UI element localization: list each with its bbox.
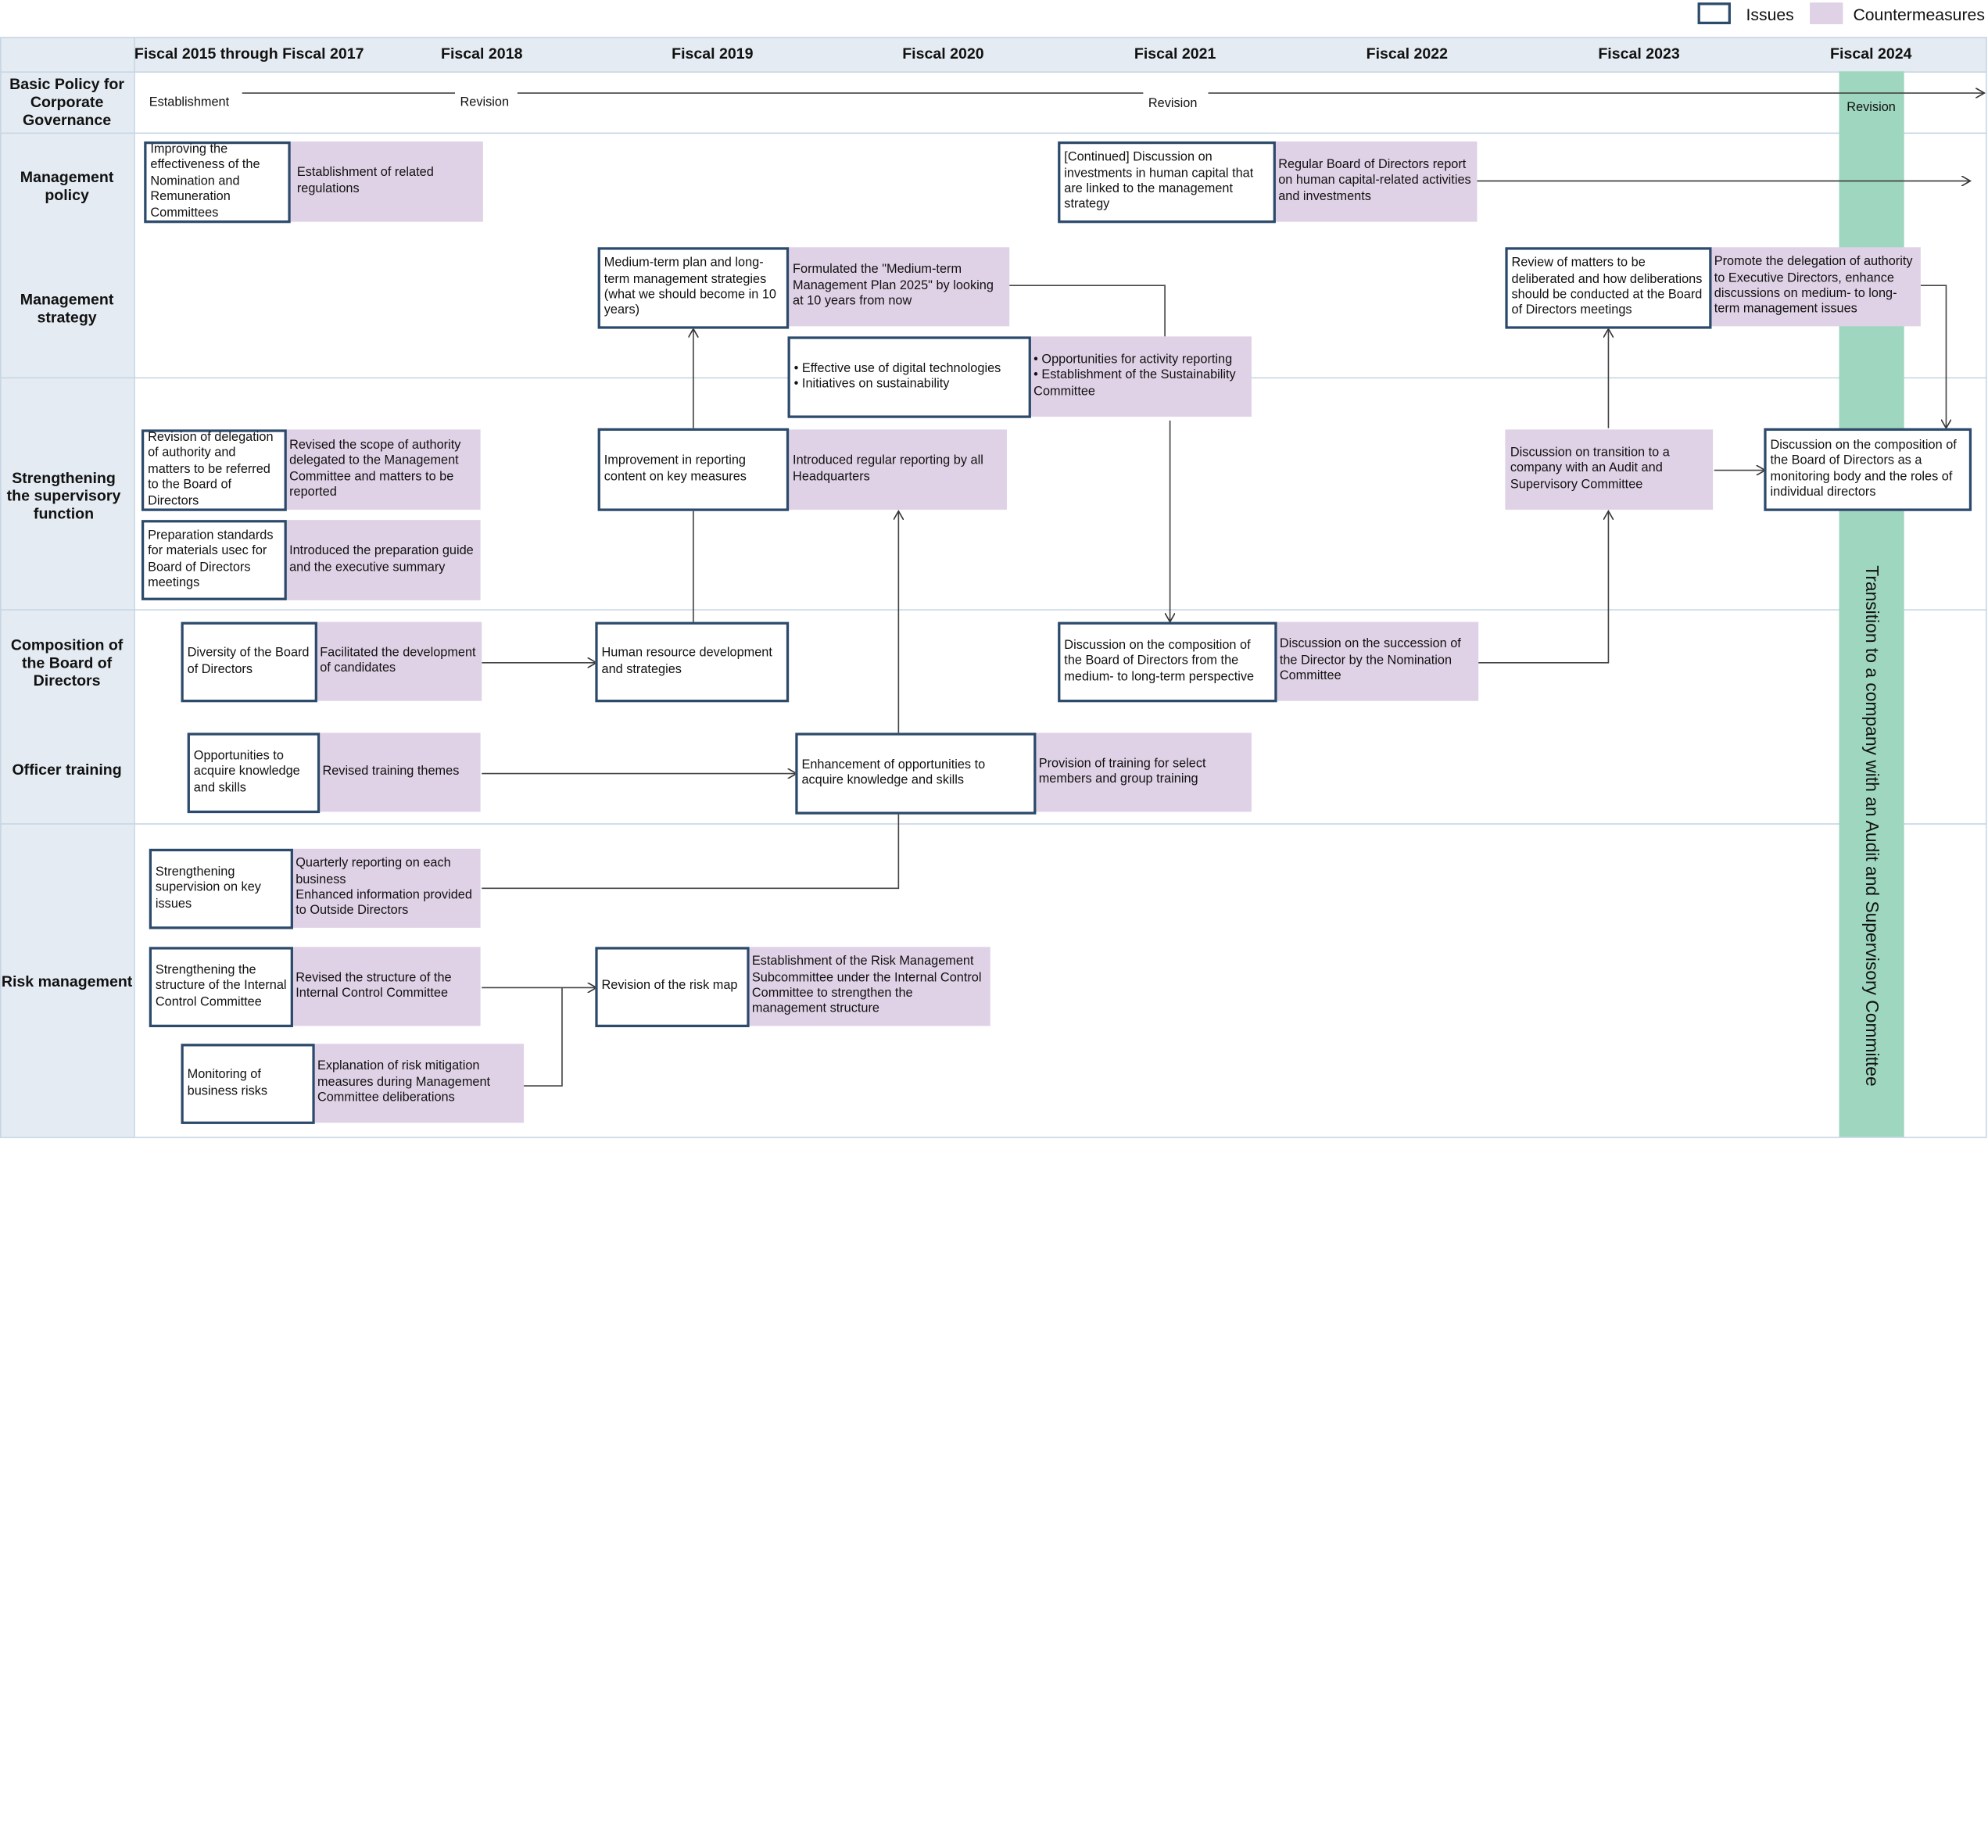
row-label-composition: Composition of the Board of Directors: [10, 636, 124, 689]
grid-line: [0, 37, 2, 1137]
column-header: Fiscal 2022: [1366, 45, 1449, 63]
legend-countermeasures-swatch: [1810, 2, 1843, 24]
countermeasure-box: Explanation of risk mitigation measures …: [312, 1044, 525, 1123]
grid-line: [1986, 37, 1987, 1137]
countermeasure-box: Establishment of related regulations: [289, 141, 483, 222]
connector-arrow: [1920, 285, 1947, 428]
issue-box: Strengthening the structure of the Inter…: [149, 947, 293, 1028]
countermeasure-box: Provision of training for select members…: [1033, 732, 1252, 812]
row-label-management-strategy: Management strategy: [20, 290, 114, 327]
issue-box: Diversity of the Board of Directors: [181, 621, 317, 703]
row-label-band: [0, 71, 134, 1137]
countermeasure-box: Regular Board of Directors report on hum…: [1273, 141, 1478, 222]
issue-box: Human resource development and strategie…: [595, 621, 790, 703]
column-header: Fiscal 2015 through Fiscal 2017: [134, 45, 364, 63]
countermeasure-box: Revised the structure of the Internal Co…: [290, 947, 481, 1026]
grid-line: [0, 609, 1987, 611]
issue-box: Opportunities to acquire knowledge and s…: [187, 732, 321, 814]
row-label-basic-policy: Basic Policy for Corporate Governance: [9, 75, 124, 129]
issue-box: Monitoring of business risks: [181, 1044, 315, 1124]
issue-box: Revision of delegation of authority and …: [141, 429, 287, 511]
grid-line: [134, 37, 135, 1137]
countermeasure-box: Revised the scope of authority delegated…: [284, 429, 481, 510]
connector-line: [524, 987, 563, 1087]
countermeasure-item: • Establishment of the Sustainability Co…: [1033, 368, 1236, 399]
issue-box: [Continued] Discussion on investments in…: [1058, 141, 1276, 224]
column-header: Fiscal 2023: [1598, 45, 1680, 63]
countermeasure-box: Revised training themes: [317, 732, 481, 812]
countermeasure-box: Introduced regular reporting by all Head…: [787, 429, 1007, 510]
issue-item: • Initiatives on sustainability: [793, 377, 950, 392]
issue-box: Enhancement of opportunities to acquire …: [795, 732, 1037, 815]
countermeasure-box: Facilitated the development of candidate…: [314, 621, 482, 701]
countermeasure-box: Quarterly reporting on each business Enh…: [290, 848, 481, 928]
issue-box: Improvement in reporting content on key …: [597, 428, 790, 511]
timeline-revision: Revision: [460, 95, 510, 110]
timeline-establishment: Establishment: [149, 95, 230, 110]
grid-line: [0, 71, 1987, 73]
legend-countermeasures-label: Countermeasures: [1853, 5, 1985, 24]
column-header: Fiscal 2024: [1830, 45, 1912, 63]
legend-issues-label: Issues: [1746, 5, 1794, 24]
column-header: Fiscal 2021: [1134, 45, 1216, 63]
header-band: [0, 37, 1987, 72]
countermeasure-box: Formulated the "Medium-term Management P…: [787, 247, 1010, 327]
row-label-supervisory: Strengthening the supervisory function: [6, 468, 121, 523]
countermeasure-box: Establishment of the Risk Management Sub…: [747, 947, 990, 1026]
countermeasure-item: Quarterly reporting on each business: [296, 856, 451, 887]
connector-line: [482, 813, 900, 890]
issue-box: Review of matters to be deliberated and …: [1505, 247, 1712, 329]
grid-line: [0, 132, 1987, 134]
issue-box: • Effective use of digital technologies …: [787, 336, 1031, 418]
grid-line: [0, 823, 1987, 825]
legend-issues-swatch: [1697, 2, 1731, 24]
issue-box: Preparation standards for materials usec…: [141, 520, 287, 600]
issue-box: Revision of the risk map: [595, 947, 750, 1028]
column-header: Fiscal 2019: [672, 45, 754, 63]
countermeasure-box: Promote the delegation of authority to E…: [1709, 247, 1921, 327]
countermeasure-box: Discussion on the succession of the Dire…: [1274, 621, 1479, 701]
issue-box: Discussion on the composition of the Boa…: [1058, 621, 1277, 703]
grid-line: [0, 37, 1987, 38]
issue-box: Strengthening supervision on key issues: [149, 848, 293, 929]
issue-box: Medium-term plan and long-term managemen…: [597, 247, 790, 329]
issue-item: • Effective use of digital technologies: [793, 361, 1001, 376]
connector-line: [1009, 285, 1166, 337]
row-label-officer-training: Officer training: [12, 761, 122, 779]
timeline-revision: Revision: [1148, 96, 1198, 111]
countermeasure-item: Enhanced information provided to Outside…: [296, 888, 472, 919]
column-header: Fiscal 2018: [441, 45, 523, 63]
connector-arrow: [1478, 511, 1608, 664]
countermeasure-item: • Opportunities for activity reporting: [1033, 353, 1233, 367]
countermeasure-box: • Opportunities for activity reporting •…: [1028, 336, 1252, 417]
column-header: Fiscal 2020: [902, 45, 984, 63]
connector-layer: [242, 0, 1988, 1087]
row-label-risk-management: Risk management: [1, 972, 133, 990]
countermeasure-box: Introduced the preparation guide and the…: [284, 520, 481, 600]
countermeasure-box: Discussion on transition to a company wi…: [1505, 429, 1714, 510]
timeline-revision: Revision: [1847, 100, 1896, 115]
row-label-management-policy: Management policy: [20, 168, 114, 204]
issue-box: Discussion on the composition of the Boa…: [1764, 428, 1972, 511]
issue-box: Improving the effectiveness of the Nomin…: [144, 141, 291, 224]
